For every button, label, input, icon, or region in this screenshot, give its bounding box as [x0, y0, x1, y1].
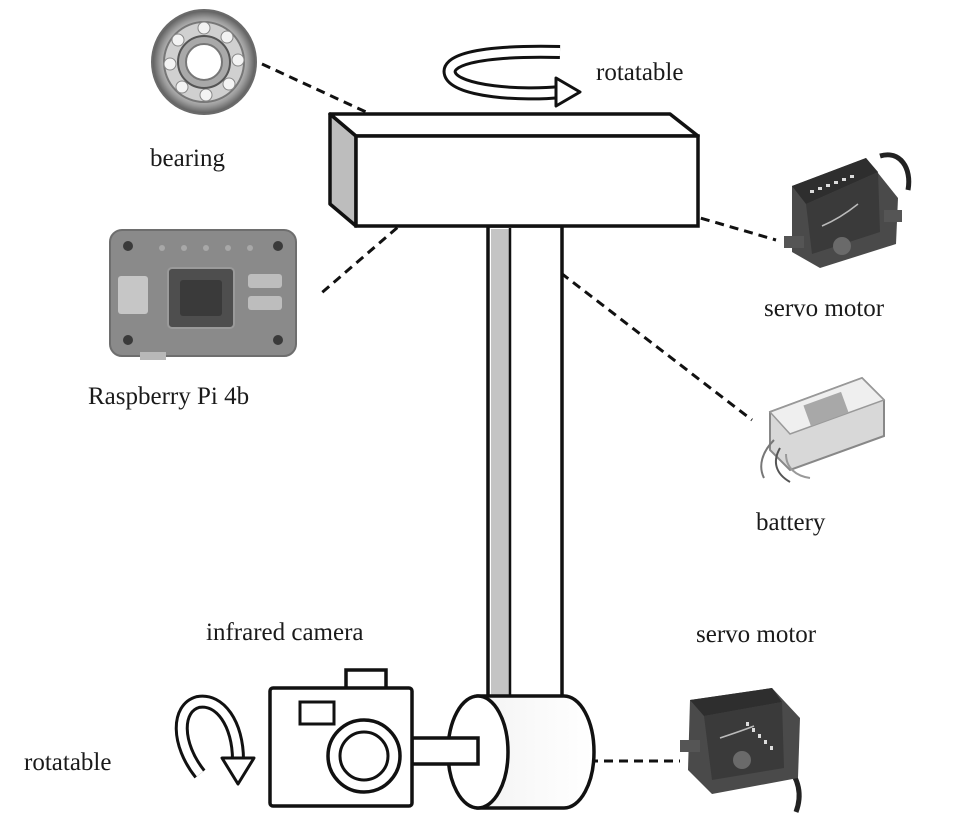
- rotation-arrow-top-icon: [442, 44, 582, 108]
- infrared-camera-label: infrared camera: [206, 619, 364, 646]
- raspberry-pi-label: Raspberry Pi 4b: [88, 383, 250, 410]
- bearing-icon: [151, 9, 257, 115]
- camera-shaft: [410, 736, 480, 766]
- rotation-arrow-bottom-icon: [174, 694, 256, 786]
- battery-icon: [760, 376, 886, 483]
- servo-motor-bottom-icon: [680, 688, 802, 813]
- servo-top-leader: [527, 166, 777, 242]
- servo-motor-top-label: servo motor: [764, 295, 885, 322]
- infrared-camera-icon: [268, 668, 414, 808]
- battery-label: battery: [756, 509, 826, 536]
- servo-motor-bottom-label: servo motor: [696, 621, 817, 648]
- raspberry-pi-board-icon: [109, 229, 297, 360]
- top-crossbar: [328, 112, 700, 228]
- rotatable-bottom-label: rotatable: [24, 749, 112, 776]
- bottom-cylinder: [446, 694, 596, 810]
- rotatable-top-label: rotatable: [596, 59, 684, 86]
- bearing-leader: [261, 62, 471, 162]
- vertical-pole: [486, 224, 564, 712]
- servo-motor-top-icon: [784, 152, 912, 268]
- bearing-label: bearing: [150, 145, 225, 172]
